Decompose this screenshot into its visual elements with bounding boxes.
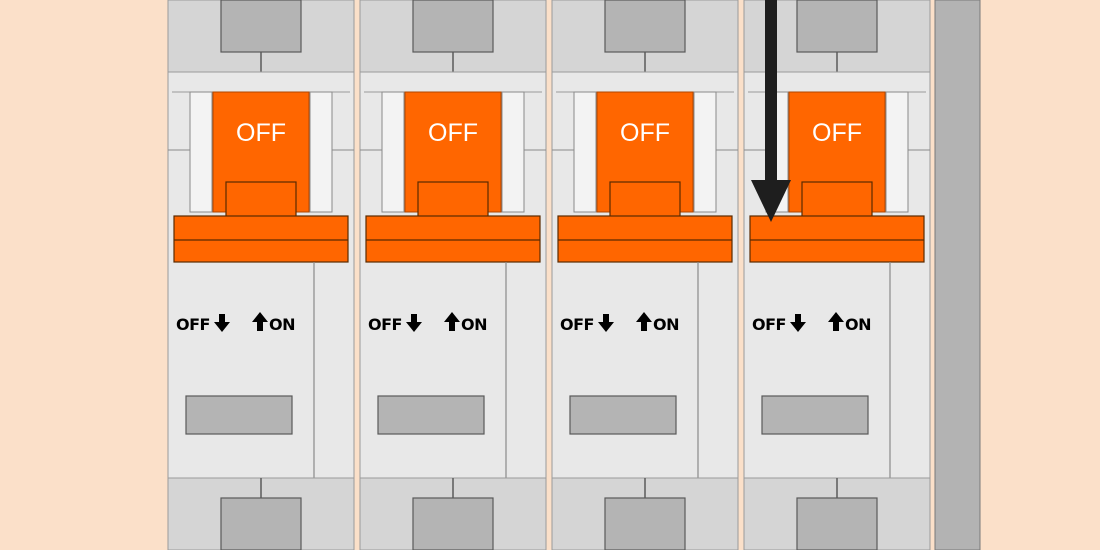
- right-guide: [885, 91, 909, 213]
- arrow-head: [751, 180, 791, 222]
- toggle-lever-neck: [417, 181, 489, 219]
- on-direction-label: ON: [845, 315, 871, 334]
- right-guide: [693, 91, 717, 213]
- down-arrow-pointer: [751, 0, 791, 222]
- top-terminal-screw: [796, 0, 878, 53]
- top-terminal-screw: [412, 0, 494, 53]
- breaker-2: OFF OFF ON: [359, 0, 547, 550]
- status-flag-label: OFF: [236, 119, 286, 147]
- bottom-terminal-screw: [796, 497, 878, 550]
- bottom-terminal-screw: [604, 497, 686, 550]
- left-guide: [189, 91, 213, 213]
- status-flag-label: OFF: [620, 119, 670, 147]
- rating-window: [569, 395, 677, 435]
- off-direction-label: OFF: [752, 315, 786, 334]
- off-down-arrow-icon: [214, 314, 230, 332]
- right-guide: [501, 91, 525, 213]
- rating-window: [185, 395, 293, 435]
- toggle-lever-neck: [609, 181, 681, 219]
- on-direction-label: ON: [653, 315, 679, 334]
- off-direction-label: OFF: [176, 315, 210, 334]
- off-direction-label: OFF: [368, 315, 402, 334]
- side-rail: [934, 0, 981, 550]
- off-down-arrow-icon: [790, 314, 806, 332]
- on-up-arrow-icon: [444, 312, 460, 331]
- off-down-arrow-icon: [406, 314, 422, 332]
- off-direction-label: OFF: [560, 315, 594, 334]
- on-up-arrow-icon: [828, 312, 844, 331]
- on-direction-label: ON: [269, 315, 295, 334]
- status-flag-label: OFF: [428, 119, 478, 147]
- toggle-lever-neck: [225, 181, 297, 219]
- right-guide: [309, 91, 333, 213]
- left-guide: [381, 91, 405, 213]
- on-up-arrow-icon: [636, 312, 652, 331]
- toggle-lever: [557, 215, 733, 263]
- breaker-1: OFF OFF ON: [167, 0, 355, 550]
- top-terminal-screw: [604, 0, 686, 53]
- bottom-terminal-screw: [412, 497, 494, 550]
- top-terminal-screw: [220, 0, 302, 53]
- toggle-lever-neck: [801, 181, 873, 219]
- arrow-shaft: [765, 0, 777, 185]
- rating-window: [377, 395, 485, 435]
- status-flag-label: OFF: [812, 119, 862, 147]
- toggle-lever: [749, 215, 925, 263]
- on-up-arrow-icon: [252, 312, 268, 331]
- breaker-3: OFF OFF ON: [551, 0, 739, 550]
- rating-window: [761, 395, 869, 435]
- toggle-lever: [173, 215, 349, 263]
- toggle-lever: [365, 215, 541, 263]
- on-direction-label: ON: [461, 315, 487, 334]
- bottom-terminal-screw: [220, 497, 302, 550]
- off-down-arrow-icon: [598, 314, 614, 332]
- left-guide: [573, 91, 597, 213]
